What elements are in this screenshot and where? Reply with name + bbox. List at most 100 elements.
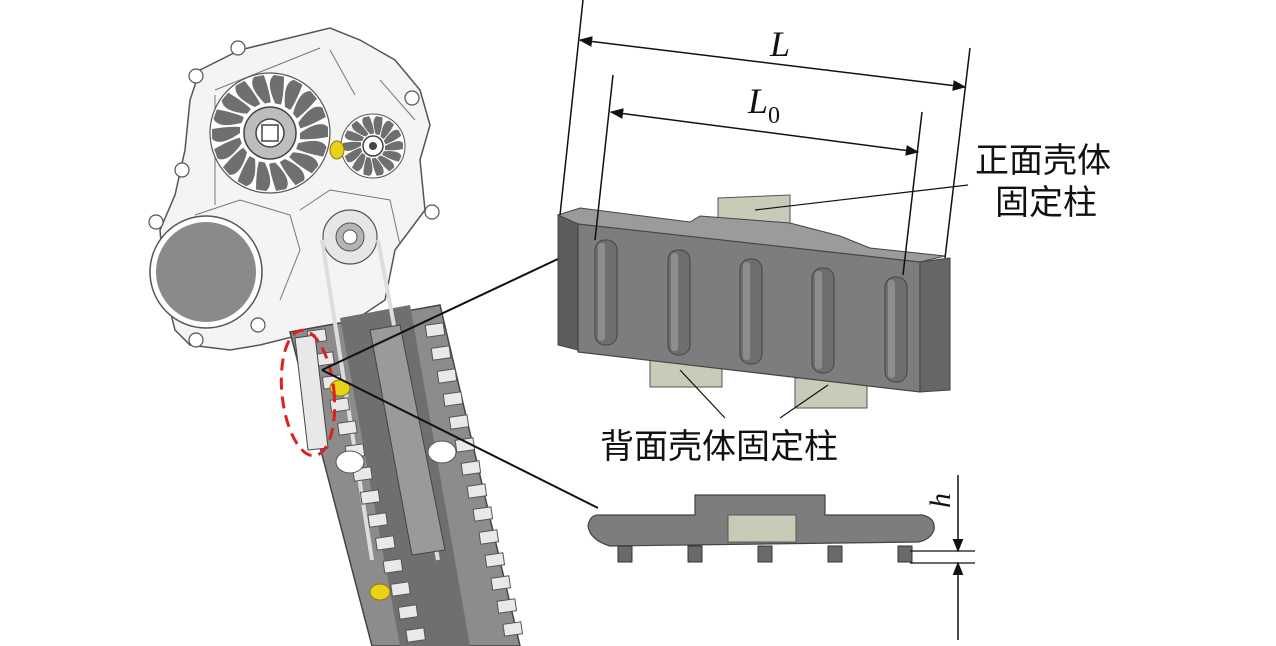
yellow-screw	[369, 583, 391, 601]
rail-rung	[382, 558, 404, 574]
side-view-pin	[617, 545, 633, 563]
gear-blade	[252, 75, 271, 104]
rail-rung	[359, 489, 381, 505]
gear-blade	[237, 155, 256, 187]
rail-rung	[478, 529, 500, 545]
gear-blade	[292, 91, 318, 119]
side-view-pin	[827, 545, 843, 563]
part-ribs	[594, 239, 908, 383]
gear-blade	[371, 157, 384, 176]
rail-rung	[367, 512, 389, 528]
rail-rung	[490, 575, 512, 591]
rail-cutout	[427, 440, 457, 464]
label-front-post-line2: 固定柱	[995, 183, 1097, 223]
rail-rung	[502, 621, 524, 637]
dim-label-L: L	[769, 24, 790, 64]
gear-blade	[255, 161, 271, 192]
gear-blade	[362, 116, 375, 135]
rail-rung	[466, 483, 488, 499]
gear-blade	[235, 80, 261, 108]
rail-rung	[436, 368, 458, 384]
part-side-view	[587, 494, 935, 563]
motor-disc	[149, 215, 263, 329]
part-rib-highlight	[888, 280, 895, 378]
dim-label-L0: L0	[747, 81, 780, 129]
rail-rung	[484, 552, 506, 568]
gear-blade	[383, 129, 402, 145]
part-side-face	[557, 214, 579, 351]
gear-blade	[269, 74, 285, 105]
rail-rung	[460, 460, 482, 476]
label-front-post-line1: 正面壳体	[975, 141, 1111, 181]
gear-blade	[269, 162, 288, 191]
gear-blade	[212, 126, 240, 142]
highlight-ellipse	[279, 328, 337, 458]
back-post-leader	[779, 384, 829, 419]
front-post-leader	[754, 184, 969, 211]
gear-blade	[377, 155, 395, 172]
dimension-L0	[594, 74, 923, 276]
side-view-pins	[617, 545, 913, 563]
gear-blade	[221, 92, 251, 114]
rail-rung	[424, 322, 446, 338]
mounting-lugs	[148, 40, 440, 348]
rail-rung	[430, 345, 452, 361]
housing-assembly	[148, 27, 440, 351]
gear-blade	[289, 152, 319, 174]
part-rib-highlight	[598, 243, 605, 341]
dimension-L	[559, 0, 971, 259]
part-rib-highlight	[671, 253, 678, 351]
rail-rung	[329, 397, 351, 413]
side-view-insert	[727, 514, 797, 543]
rail-cutout	[335, 450, 365, 474]
gear-blade	[380, 120, 394, 140]
gear-blade	[298, 106, 326, 129]
back-post-leader	[679, 369, 726, 419]
gear-blade	[300, 124, 328, 140]
side-view-pin	[687, 545, 703, 563]
gear-blade	[351, 120, 369, 137]
gear-blade	[214, 137, 242, 160]
rail-rung	[405, 627, 426, 643]
dimension-h	[910, 475, 975, 640]
rail-rungs	[306, 322, 524, 643]
part-3d-view	[556, 194, 951, 409]
gear-blade	[342, 141, 362, 151]
rail-rung	[448, 414, 470, 430]
label-back-post: 背面壳体固定柱	[600, 427, 838, 467]
rail-rung	[442, 391, 464, 407]
gear-blade	[213, 109, 244, 126]
side-view-pin	[757, 545, 773, 563]
gear-blade	[373, 116, 383, 136]
callout-line-top	[321, 257, 561, 371]
callout-line-bottom	[321, 369, 599, 509]
rail-rung	[454, 437, 476, 453]
part-rib-highlight	[743, 262, 750, 360]
pulley	[322, 209, 378, 265]
dim-label-h: h	[924, 493, 957, 508]
gear-blade	[382, 151, 402, 162]
clip-part	[294, 334, 329, 451]
gear-blade	[296, 140, 327, 157]
side-view-pin	[897, 545, 913, 563]
part-end-face	[919, 257, 951, 393]
rail-rung	[397, 604, 419, 620]
center-slot	[369, 324, 446, 556]
rail-rung	[390, 581, 411, 597]
gear-blade	[351, 152, 366, 172]
gear-blade	[363, 156, 373, 176]
gear-blade	[279, 158, 305, 186]
small-gear	[340, 113, 406, 179]
dim-label-L0-sub: 0	[768, 103, 780, 129]
part-rib-highlight	[815, 271, 822, 369]
rail-rung	[374, 535, 396, 551]
rail-rung	[496, 598, 518, 614]
gear-blade	[344, 147, 363, 163]
gear-blade	[344, 130, 364, 141]
gear-blade	[284, 79, 303, 111]
rail-rung	[472, 506, 494, 522]
large-gear	[209, 72, 331, 194]
yellow-screw	[329, 140, 345, 160]
slide-rail	[289, 239, 524, 646]
